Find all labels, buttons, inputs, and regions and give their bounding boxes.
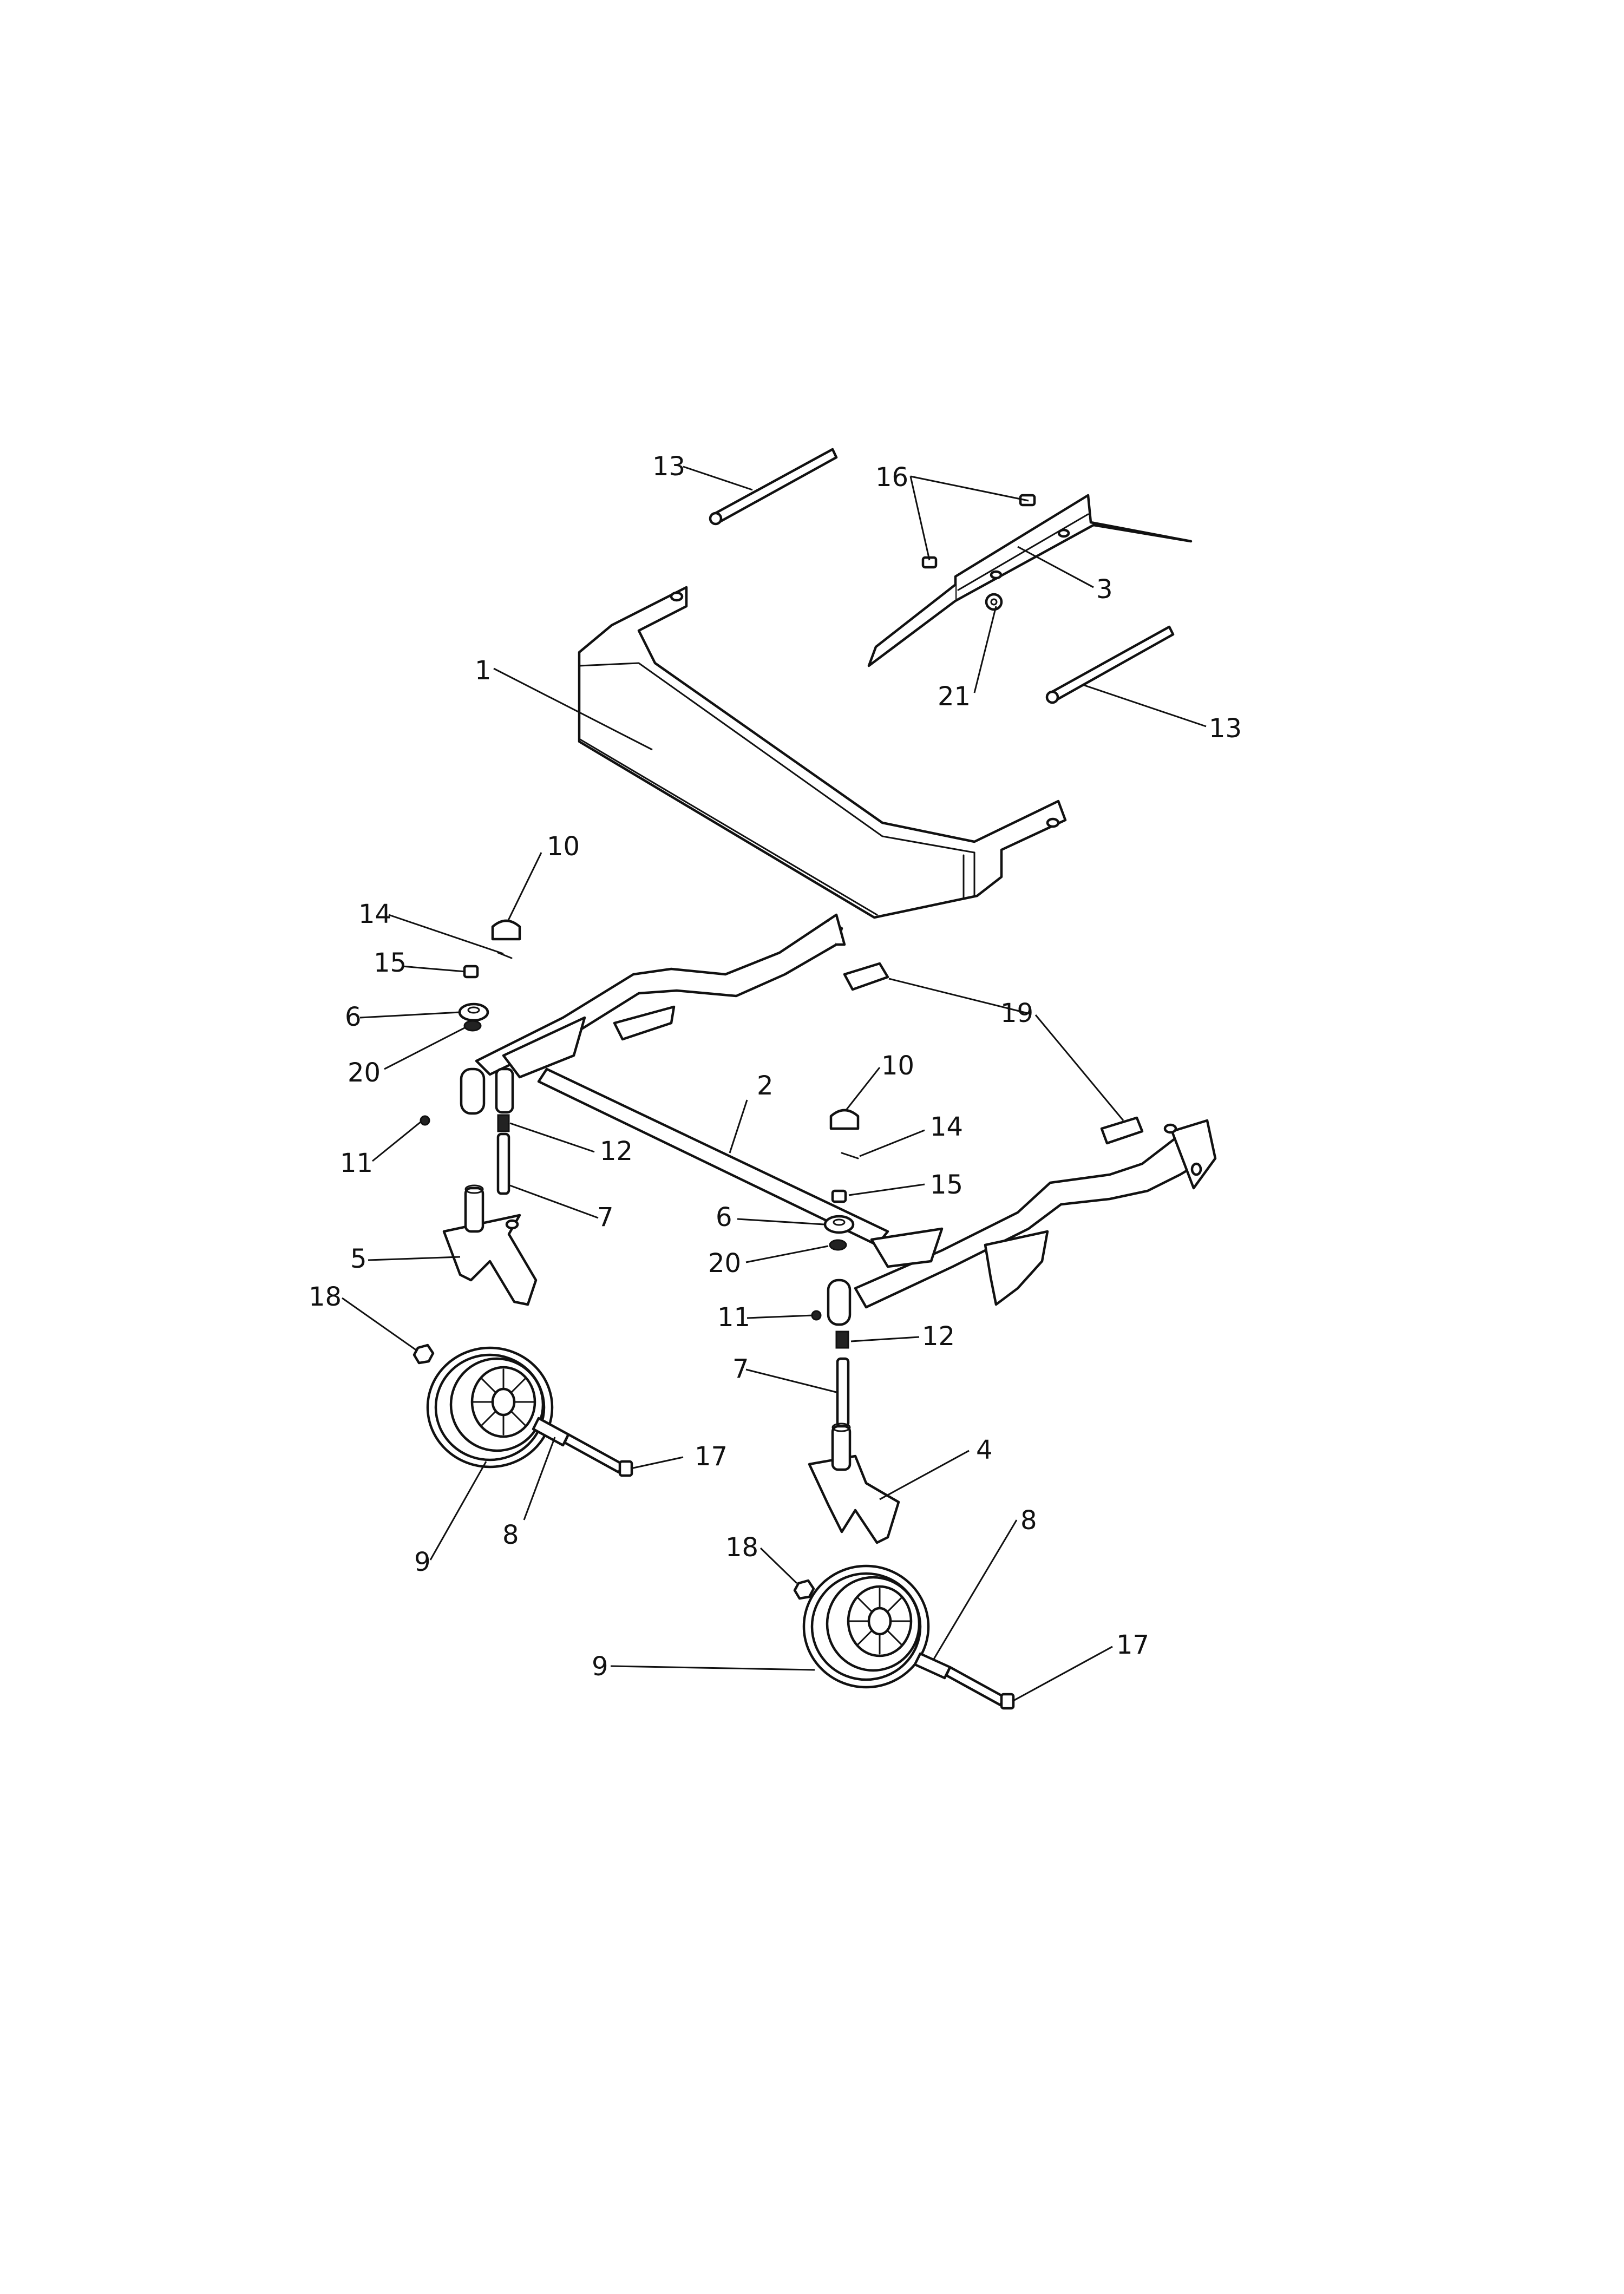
part-14-pin-left (497, 952, 513, 959)
callout-20-right: 20 (708, 1248, 741, 1279)
callout-9-right: 9 (592, 1651, 608, 1682)
callout-12-right: 12 (922, 1321, 955, 1352)
part-21-washer (985, 593, 1003, 611)
callout-6-right: 6 (716, 1202, 732, 1233)
part-15-bolt-right (831, 1189, 847, 1203)
part-12-spring-right (835, 1330, 849, 1349)
part-8-spacer-left (532, 1417, 570, 1447)
callout-2: 2 (757, 1071, 774, 1101)
callout-7-left: 7 (597, 1202, 614, 1233)
part-17-bolt-right (945, 1666, 1015, 1710)
part-20-washer-right (829, 1239, 847, 1251)
part-15-bolt-left (463, 965, 479, 979)
part-2-frame (460, 913, 1217, 1326)
part-19-pad-a (843, 962, 889, 991)
callout-6-left: 6 (345, 1002, 362, 1032)
callout-1: 1 (475, 656, 492, 686)
callout-13-right: 13 (1209, 713, 1242, 744)
part-20-washer-left (463, 1020, 482, 1032)
part-9-wheel-left (426, 1346, 554, 1469)
callout-21: 21 (938, 681, 971, 712)
callout-10-right: 10 (881, 1051, 914, 1081)
part-6-bushing-left (458, 1002, 489, 1022)
part-13-rod-right (1045, 625, 1175, 704)
part-19-pad-b (1100, 1116, 1144, 1145)
callout-18-right: 18 (725, 1532, 758, 1563)
leader-lines (342, 466, 1207, 1702)
callout-13-top: 13 (652, 451, 685, 482)
callout-16: 16 (875, 462, 908, 493)
callout-19: 19 (1000, 998, 1033, 1028)
callout-14-left: 14 (358, 899, 391, 929)
part-7-pin-left (496, 1132, 510, 1195)
part-5-caster-fork (442, 1184, 538, 1306)
callout-7-right: 7 (732, 1354, 749, 1384)
part-1-bumper (578, 586, 1067, 919)
part-18-nut-left (412, 1343, 435, 1365)
callout-10-left: 10 (547, 831, 580, 862)
part-10-cap-right (829, 1109, 860, 1130)
part-3-bracket (867, 494, 1193, 667)
part-14-pin-right (841, 1152, 859, 1159)
part-7-pin-right (836, 1357, 850, 1428)
callout-15-right: 15 (930, 1170, 963, 1200)
part-6-bushing-right (823, 1215, 855, 1234)
part-11-fitting-right (811, 1310, 822, 1321)
callout-8-left: 8 (502, 1520, 519, 1550)
callout-14-right: 14 (930, 1112, 963, 1142)
part-12-spring-left (497, 1114, 510, 1132)
part-9-wheel-right (802, 1564, 930, 1689)
callout-12-left: 12 (600, 1136, 633, 1166)
part-17-bolt-left (563, 1433, 633, 1477)
callout-4: 4 (976, 1435, 993, 1465)
callout-17-right: 17 (1116, 1630, 1149, 1660)
callout-labels: 13 16 3 21 13 1 10 14 15 6 20 11 12 7 5 … (309, 451, 1242, 1682)
callout-3: 3 (1096, 574, 1113, 605)
part-18-nut-right (793, 1579, 815, 1600)
part-4-caster-fork (808, 1423, 900, 1544)
callout-18-left: 18 (309, 1282, 342, 1312)
callout-20-left: 20 (348, 1058, 381, 1088)
callout-11-left: 11 (340, 1148, 373, 1178)
callout-9-left: 9 (414, 1547, 431, 1577)
part-8-spacer-right (913, 1652, 952, 1680)
callout-11-right: 11 (717, 1302, 750, 1333)
part-10-cap-left (491, 919, 521, 941)
callout-5: 5 (350, 1244, 367, 1274)
part-11-fitting-left (420, 1115, 430, 1126)
callout-8-right: 8 (1020, 1505, 1037, 1536)
part-13-rod-top (709, 448, 838, 526)
callout-17-left: 17 (695, 1441, 728, 1472)
callout-15-left: 15 (374, 948, 407, 978)
